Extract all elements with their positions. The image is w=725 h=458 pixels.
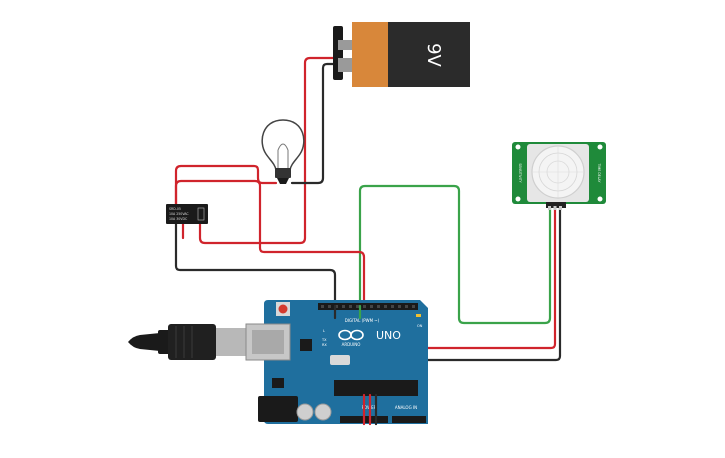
relay-label-1: SRD-05 [169, 207, 181, 211]
dc-jack [258, 396, 298, 422]
pir-right-text: TIME DELAY [597, 163, 601, 183]
relay-module[interactable]: SRD-05 10A 250VAC 10A 30VDC [166, 204, 208, 224]
arduino-logo [338, 329, 364, 341]
light-bulb[interactable] [261, 119, 305, 184]
arduino-uno[interactable]: DIGITAL (PWM ~) UNO ARDUINO L TX RX ON P… [245, 300, 434, 424]
capacitor-1 [296, 403, 314, 421]
battery-9v[interactable]: 9V [333, 22, 470, 87]
pir-sensor[interactable]: SENSITIVITY TIME DELAY [512, 142, 606, 210]
l-led-label: L [323, 329, 325, 333]
wire-black-battery-minus[interactable] [290, 62, 340, 185]
wire-black-relay-gnd[interactable] [174, 222, 337, 308]
usb-cable[interactable] [128, 324, 246, 360]
battery-body [388, 22, 470, 87]
relay-label-2: 10A 250VAC [169, 212, 189, 216]
arduino-logo-text: ARDUINO [342, 342, 361, 347]
digital-header [318, 303, 418, 310]
analog-header [392, 416, 426, 423]
pir-left-text: SENSITIVITY [518, 163, 522, 182]
reset-button[interactable] [278, 304, 288, 314]
tx-label: TX [321, 338, 327, 342]
analog-header-label: ANALOG IN [395, 405, 417, 410]
relay-label-3: 10A 30VDC [169, 217, 188, 221]
atmega-chip [334, 380, 418, 396]
battery-label: 9V [423, 43, 444, 67]
arduino-model: UNO [376, 329, 401, 342]
wire-red-battery-plus[interactable] [198, 56, 340, 245]
digital-header-label: DIGITAL (PWM ~) [345, 318, 380, 323]
wires [174, 56, 562, 426]
crystal [330, 355, 350, 365]
wire-red-relay-arduino[interactable] [174, 179, 366, 426]
wire-green-signal[interactable] [358, 184, 552, 325]
rx-label: RX [322, 343, 327, 347]
capacitor-2 [314, 403, 332, 421]
battery-cap [352, 22, 388, 87]
on-label: ON [417, 324, 423, 328]
